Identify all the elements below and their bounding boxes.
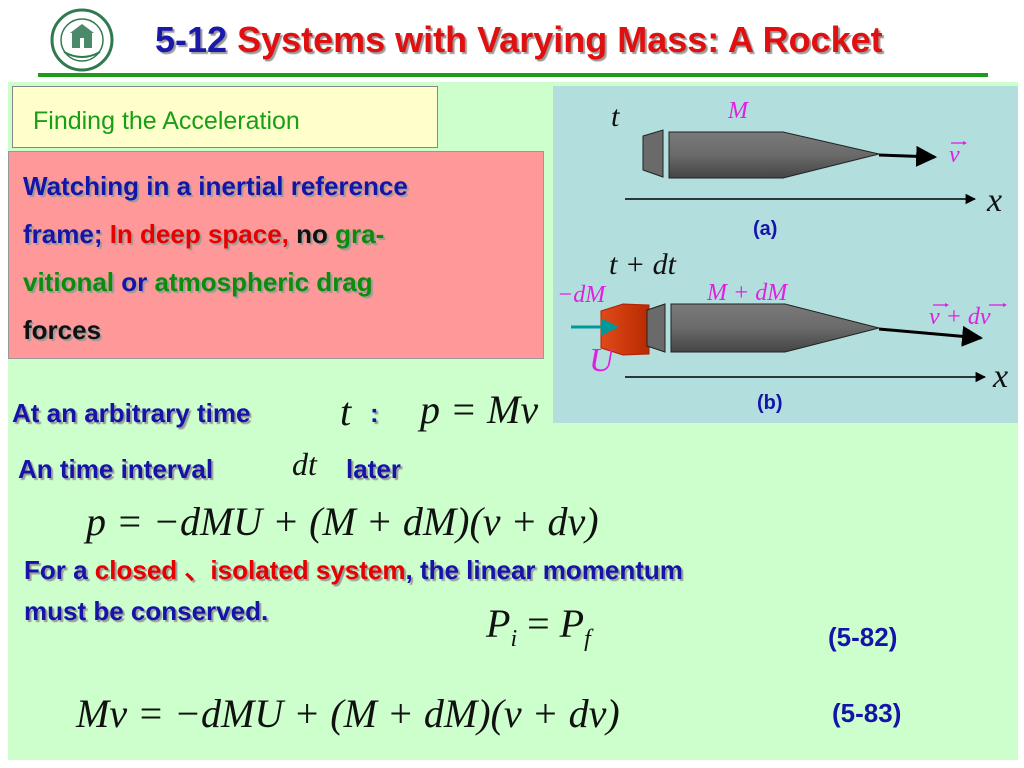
eq-5-82-Pf: P <box>559 601 585 646</box>
subheading-box: Finding the Acceleration <box>12 86 438 148</box>
label-M-dM: M + dM <box>707 280 788 306</box>
slide-title: 5-12 Systems with Varying Mass: A Rocket <box>155 14 883 66</box>
velocity-arrow-a <box>878 145 938 167</box>
title-section-number: 5-12 <box>155 19 228 60</box>
interval-later: later <box>346 454 401 484</box>
label-neg-dM: −dM <box>557 282 606 308</box>
eq-5-82-number: (5-82) <box>828 622 898 652</box>
subheading: Finding the Acceleration <box>33 107 300 135</box>
university-logo <box>50 8 114 72</box>
interval-var: dt <box>292 446 317 482</box>
context-deep-space: In deep space <box>109 219 282 249</box>
rocket-b <box>600 303 880 356</box>
caption-a: (a) <box>753 218 778 240</box>
context-comma: , <box>281 219 297 249</box>
conservation-isolated: isolated system <box>210 555 406 585</box>
conservation-sep: 、 <box>184 555 211 585</box>
label-x-b: x <box>993 358 1009 395</box>
velocity-arrow-b <box>878 325 984 347</box>
interval-text: An time interval <box>18 454 214 484</box>
eq-5-83-number: (5-83) <box>832 698 902 728</box>
rocket-diagram-svg <box>571 129 1007 383</box>
context-frame: frame; <box>23 219 110 249</box>
label-v: v <box>949 142 960 168</box>
context-vitional: vitional <box>23 267 122 297</box>
arbitrary-time-colon: : <box>370 398 379 428</box>
eq-5-82-sub-f: f <box>584 626 591 652</box>
eq-5-82-sub-i: i <box>510 626 518 652</box>
label-x-a: x <box>987 182 1003 219</box>
context-atmospheric-drag: atmospheric drag <box>154 267 373 297</box>
eq-momentum-after: p = −dMU + (M + dM)(v + dv) <box>86 499 599 544</box>
eq-5-82-Pi: P <box>486 601 511 646</box>
conservation-for-a: For a <box>24 555 95 585</box>
label-t: t <box>611 100 620 133</box>
eq-p-Mv: p = Mv <box>420 387 539 432</box>
conservation-closed: closed <box>94 555 185 585</box>
context-line-1: Watching in a inertial reference <box>23 171 408 201</box>
eq-5-82-equals: = <box>517 601 560 646</box>
eq-5-83: Mv = −dMU + (M + dM)(v + dv) <box>76 691 620 736</box>
label-v-dv: v + dv <box>929 304 991 330</box>
label-t-dt: t + dt <box>609 248 676 281</box>
context-text: Watching in a inertial reference frame; … <box>23 162 408 354</box>
label-M: M <box>728 98 748 124</box>
label-U: U <box>589 342 614 379</box>
rocket-a <box>642 129 880 179</box>
context-gra: gra- <box>335 219 385 249</box>
eq-5-82: Pi = Pf <box>486 600 591 653</box>
context-forces: forces <box>23 315 102 345</box>
conservation-line-1: For a closed 、isolated system, the linea… <box>24 550 683 587</box>
rocket-diagram: t M v x (a) t + dt −dM M + dM v + dv U x… <box>553 86 1018 423</box>
context-no: no <box>296 219 336 249</box>
arbitrary-time-var: t <box>340 389 352 434</box>
caption-b: (b) <box>757 392 783 414</box>
context-box: Watching in a inertial reference frame; … <box>8 151 544 359</box>
context-or: or <box>121 267 155 297</box>
conservation-line-2: must be conserved. <box>24 596 269 626</box>
title-text: Systems with Varying Mass: A Rocket <box>227 19 883 60</box>
arbitrary-time-text: At an arbitrary time <box>12 398 251 428</box>
title-divider <box>38 73 988 77</box>
conservation-rest: , the linear momentum <box>405 555 683 585</box>
